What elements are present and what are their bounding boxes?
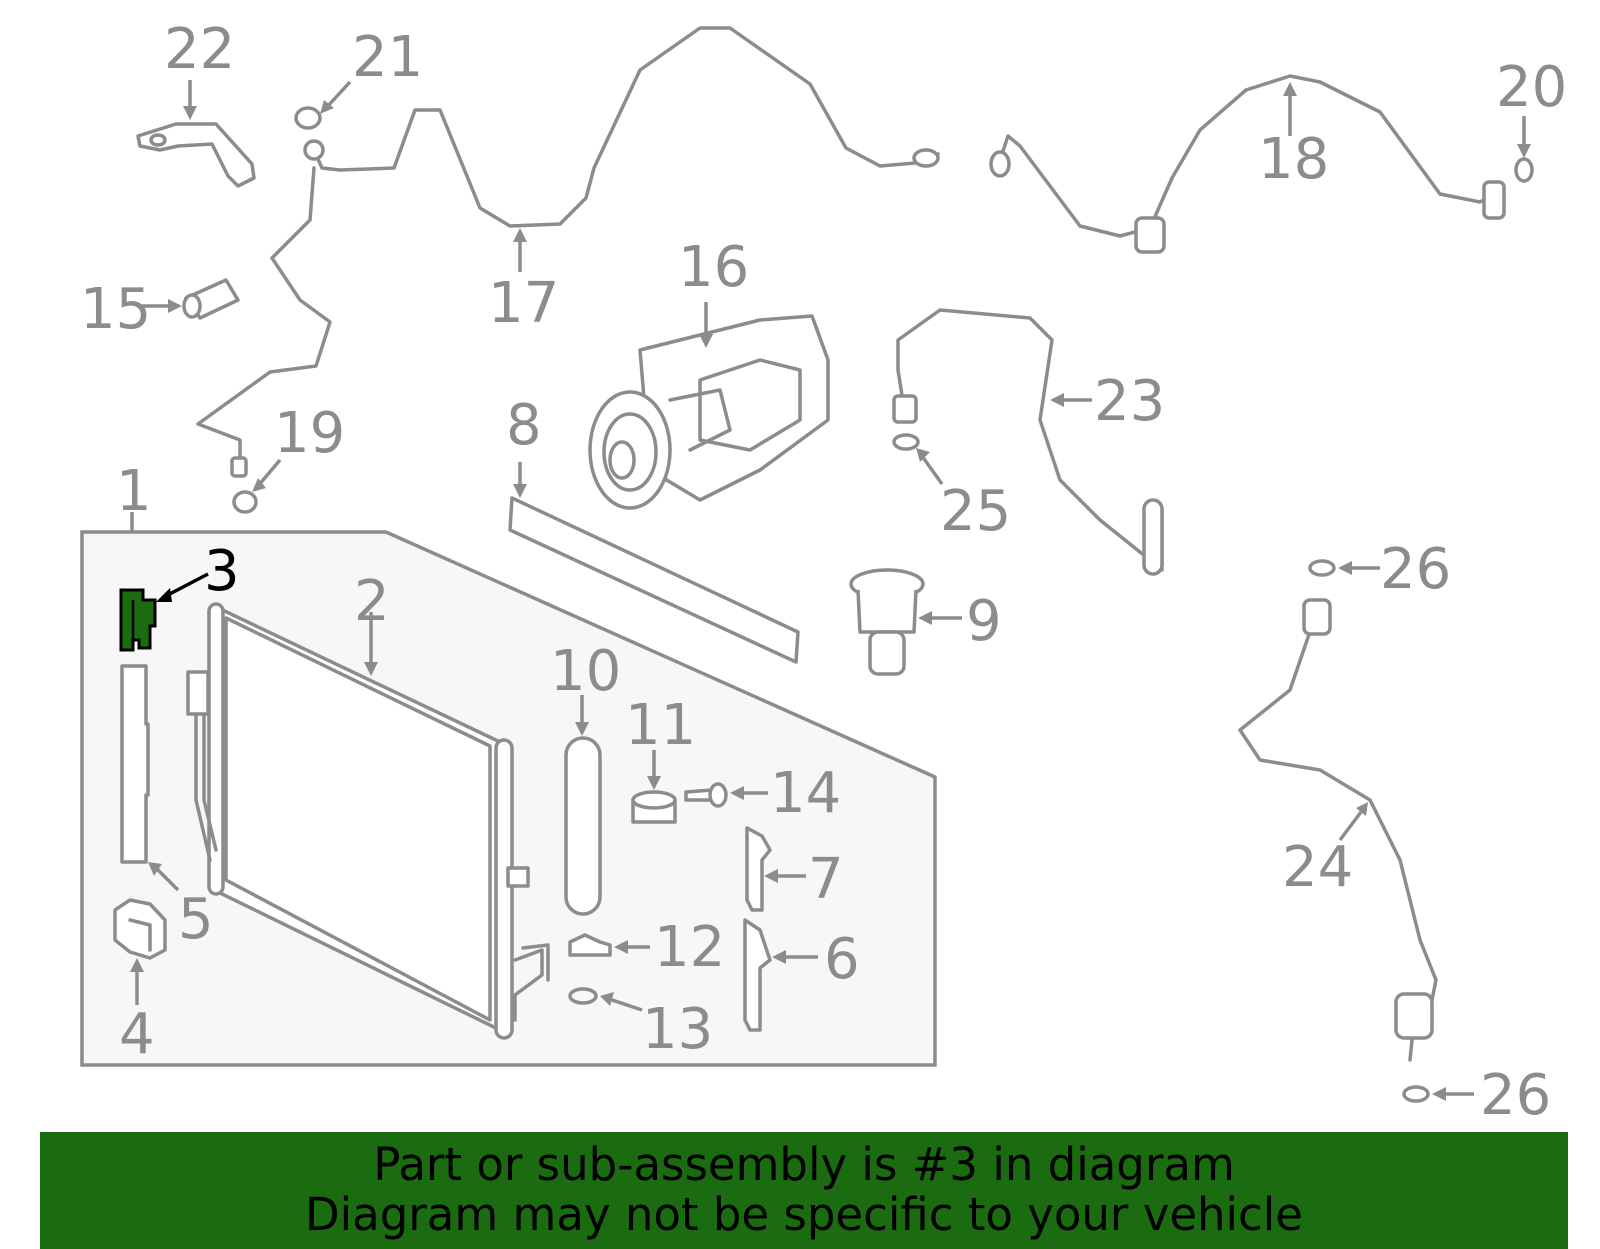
callout-labels: 1 2 3 4 5 6 7 8 9 10 11 12 13 14 15 16 1…: [80, 17, 1567, 1128]
callout-15: 15: [80, 277, 151, 342]
callout-9: 9: [966, 589, 1002, 654]
cap-part-19: [232, 458, 282, 514]
hose-part-23: [892, 308, 1164, 576]
callout-26-lower: 26: [1480, 1063, 1551, 1128]
banner-line-2: Diagram may not be specific to your vehi…: [305, 1188, 1303, 1241]
callout-8: 8: [506, 393, 542, 458]
callout-24: 24: [1282, 835, 1353, 900]
hose-part-24: [1238, 598, 1438, 1062]
seal-part-5: [120, 664, 180, 892]
oring-part-25: [892, 433, 944, 486]
cap-part-21: [294, 80, 352, 130]
callout-16: 16: [678, 235, 749, 300]
callout-18: 18: [1258, 127, 1329, 192]
callout-26-upper: 26: [1380, 537, 1451, 602]
callout-17: 17: [488, 271, 559, 336]
clip-part-12: [568, 933, 650, 957]
callout-7: 7: [808, 847, 844, 912]
callout-1: 1: [116, 459, 152, 524]
callout-19: 19: [274, 401, 345, 466]
info-banner: Part or sub-assembly is #3 in diagram Di…: [40, 1132, 1568, 1249]
hose-part-17: [196, 26, 940, 478]
callout-5: 5: [178, 887, 214, 952]
bracket-part-6: [743, 918, 818, 1032]
callout-23: 23: [1094, 369, 1165, 434]
callout-22: 22: [164, 17, 235, 82]
oring-part-26-lower: [1402, 1085, 1474, 1103]
callout-2: 2: [354, 569, 390, 634]
oring-part-13: [568, 987, 643, 1012]
oring-part-26-upper: [1308, 559, 1380, 577]
bolt-part-14: [684, 782, 768, 808]
drier-part-10: [564, 695, 602, 916]
banner-line-1: Part or sub-assembly is #3 in diagram: [373, 1138, 1235, 1191]
bracket-part-3-highlighted[interactable]: [119, 572, 209, 652]
compressor-part-16: [588, 302, 830, 510]
callout-21: 21: [352, 25, 423, 90]
oring-part-20: [1514, 116, 1534, 183]
bracket-part-4: [113, 898, 167, 1005]
callout-25: 25: [940, 479, 1011, 544]
switch-part-9: [849, 568, 962, 676]
condenser-part-2: [186, 602, 550, 1040]
bracket-part-22: [136, 80, 256, 188]
callout-13: 13: [642, 997, 713, 1062]
callout-10: 10: [550, 639, 621, 704]
callout-11: 11: [625, 693, 696, 758]
fitting-part-15: [142, 278, 240, 320]
callout-3[interactable]: 3: [204, 539, 240, 604]
callout-14: 14: [770, 761, 841, 826]
callout-12: 12: [654, 915, 725, 980]
hose-part-18: [989, 74, 1506, 254]
callout-20: 20: [1496, 55, 1567, 120]
callout-6: 6: [824, 927, 860, 992]
bracket-part-7: [745, 826, 806, 912]
cap-part-11: [631, 750, 677, 824]
callout-4: 4: [119, 1002, 155, 1067]
seal-strip-part-8: [508, 462, 800, 664]
